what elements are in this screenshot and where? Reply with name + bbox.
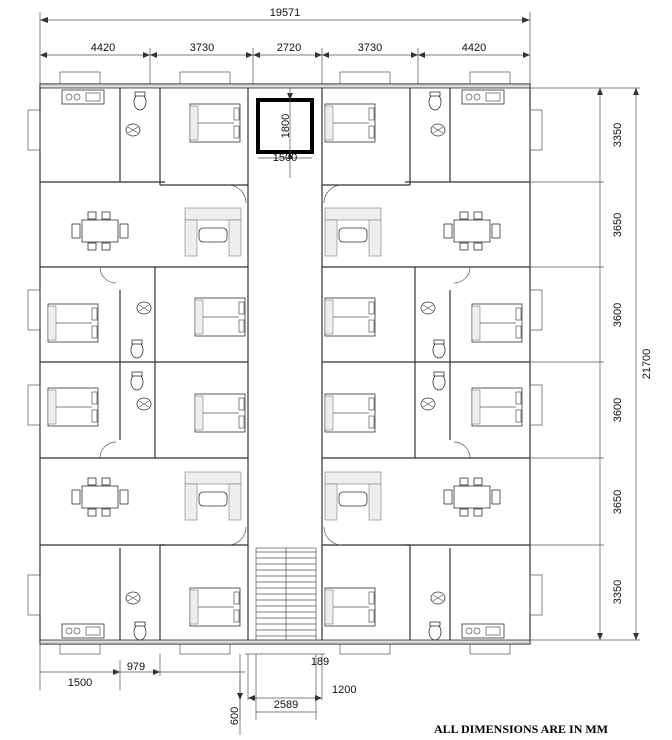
dining-set-2 bbox=[443, 211, 501, 251]
dim-overall-width: 19571 bbox=[270, 7, 301, 19]
building-walls bbox=[27, 71, 543, 655]
dim-top-5: 4420 bbox=[462, 42, 486, 54]
dim-bottom-600: 600 bbox=[229, 707, 241, 725]
basin-7 bbox=[125, 591, 141, 605]
top-overall-dimension: 19571 bbox=[39, 7, 531, 85]
dim-bottom-189: 189 bbox=[311, 656, 329, 668]
dim-top-4: 3730 bbox=[358, 42, 382, 54]
wc-5 bbox=[130, 371, 144, 391]
dim-bottom-2589: 2589 bbox=[274, 699, 298, 711]
kitchen-counter-4 bbox=[461, 623, 505, 639]
basin-5 bbox=[136, 397, 152, 411]
wc-6 bbox=[432, 371, 446, 391]
basin-4 bbox=[420, 301, 436, 315]
dim-lift-width: 1500 bbox=[273, 152, 297, 164]
dim-top-1: 4420 bbox=[91, 42, 115, 54]
bed-left-3 bbox=[47, 387, 99, 427]
dim-right-6: 3350 bbox=[612, 580, 624, 604]
dim-overall-height: 21700 bbox=[641, 349, 653, 380]
dim-bottom-1500: 1500 bbox=[68, 677, 92, 689]
dim-bottom-979: 979 bbox=[127, 661, 145, 673]
bed-left-1 bbox=[47, 303, 99, 343]
lift-shaft: 1800 1500 bbox=[256, 88, 314, 178]
furniture bbox=[47, 89, 523, 641]
dining-set-1 bbox=[71, 211, 129, 251]
kitchen-counter-3 bbox=[61, 623, 105, 639]
dining-set-3 bbox=[71, 477, 129, 517]
dim-right-4: 3600 bbox=[612, 398, 624, 422]
dim-top-3: 2720 bbox=[277, 42, 301, 54]
right-dimensions: 3350 3650 3600 3600 3650 3350 21700 bbox=[530, 87, 653, 641]
wc-4 bbox=[432, 339, 446, 359]
bed-top-right bbox=[324, 103, 376, 143]
wc-3 bbox=[130, 339, 144, 359]
basin-3 bbox=[136, 301, 152, 315]
wc-2 bbox=[428, 91, 442, 111]
dim-bottom-1200: 1200 bbox=[332, 684, 356, 696]
bottom-dimensions: 1500 979 189 1200 2589 600 bbox=[39, 644, 356, 735]
dimensions-note: ALL DIMENSIONS ARE IN MM bbox=[434, 722, 608, 736]
bed-right-4 bbox=[324, 393, 376, 433]
bed-bottom-right bbox=[324, 587, 376, 627]
staircase bbox=[255, 547, 317, 641]
bed-bottom-left bbox=[189, 587, 241, 627]
bed-left-4 bbox=[194, 393, 246, 433]
kitchen-counter-2 bbox=[461, 89, 505, 105]
basin-2 bbox=[430, 123, 446, 137]
bed-right-2 bbox=[324, 297, 376, 337]
wc-1 bbox=[133, 91, 147, 111]
wc-8 bbox=[428, 621, 442, 641]
sofa-4 bbox=[324, 471, 382, 521]
basin-6 bbox=[420, 397, 436, 411]
bed-top-left bbox=[189, 103, 241, 143]
sofa-3 bbox=[184, 471, 242, 521]
top-segment-dimensions: 4420 3730 2720 3730 4420 bbox=[40, 42, 530, 85]
dim-right-2: 3650 bbox=[612, 213, 624, 237]
dining-set-4 bbox=[443, 477, 501, 517]
basin-8 bbox=[430, 591, 446, 605]
sofa-2 bbox=[324, 207, 382, 257]
kitchen-counter-1 bbox=[61, 89, 105, 105]
bed-left-2 bbox=[194, 297, 246, 337]
dim-right-1: 3350 bbox=[612, 123, 624, 147]
dim-top-2: 3730 bbox=[190, 42, 214, 54]
basin-1 bbox=[125, 123, 141, 137]
bed-right-3 bbox=[471, 387, 523, 427]
dim-right-5: 3650 bbox=[612, 490, 624, 514]
wc-7 bbox=[133, 621, 147, 641]
dim-lift-height: 1800 bbox=[280, 114, 292, 138]
sofa-1 bbox=[184, 207, 242, 257]
dim-right-3: 3600 bbox=[612, 303, 624, 327]
bed-right-1 bbox=[471, 303, 523, 343]
